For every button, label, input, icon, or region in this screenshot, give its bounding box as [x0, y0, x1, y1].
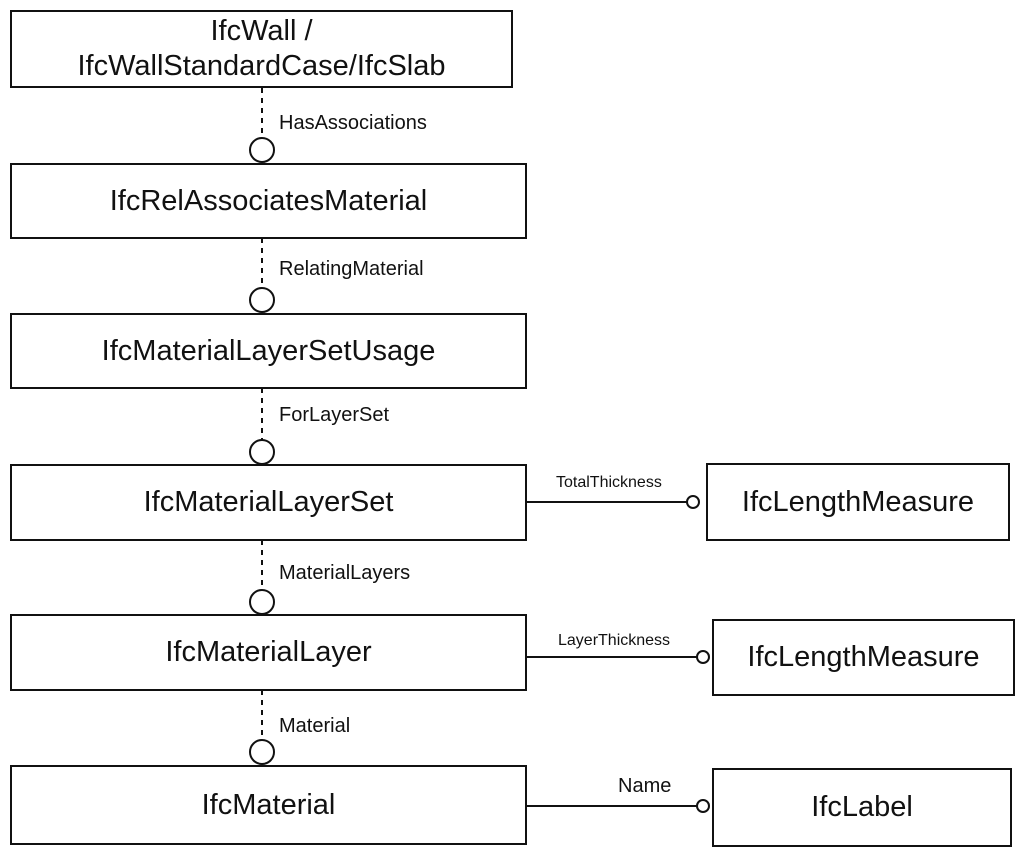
ifc-material-layer-label: IfcMaterialLayer: [165, 636, 372, 669]
has-associations-end-circle: [249, 137, 275, 163]
ifc-rel-associates-material-node: IfcRelAssociatesMaterial: [10, 163, 527, 239]
total-thickness-end-circle: [686, 495, 700, 509]
name-end-circle: [696, 799, 710, 813]
total-thickness-label: TotalThickness: [556, 474, 662, 491]
material-end-circle: [249, 739, 275, 765]
relating-material-end-circle: [249, 287, 275, 313]
ifc-material-layer-set-label: IfcMaterialLayerSet: [143, 486, 394, 519]
material-layers-end-circle: [249, 589, 275, 615]
ifc-length-measure-label-1: IfcLengthMeasure: [741, 485, 975, 518]
relating-material-label: RelatingMaterial: [279, 258, 424, 280]
ifc-material-layer-set-usage-label: IfcMaterialLayerSetUsage: [101, 334, 436, 367]
ifc-length-measure-node-1: IfcLengthMeasure: [706, 463, 1010, 541]
name-label: Name: [618, 775, 672, 797]
ifc-material-layer-node: IfcMaterialLayer: [10, 614, 527, 691]
ifc-wall-node: IfcWall / IfcWallStandardCase/IfcSlab: [10, 10, 513, 88]
for-layer-set-end-circle: [249, 439, 275, 465]
ifc-label-node: IfcLabel: [712, 768, 1012, 847]
ifc-wall-line2: IfcWallStandardCase/IfcSlab: [77, 50, 446, 82]
for-layer-set-label: ForLayerSet: [279, 404, 390, 426]
ifc-label-label: IfcLabel: [811, 791, 913, 824]
material-layers-label: MaterialLayers: [279, 562, 411, 584]
material-relation-label: Material: [279, 715, 351, 737]
ifc-material-label: IfcMaterial: [201, 788, 336, 821]
layer-thickness-end-circle: [696, 650, 710, 664]
ifc-wall-line1: IfcWall /: [210, 15, 313, 48]
ifc-material-layer-set-usage-node: IfcMaterialLayerSetUsage: [10, 313, 527, 389]
layer-thickness-label: LayerThickness: [558, 632, 671, 649]
ifc-length-measure-label-2: IfcLengthMeasure: [747, 641, 980, 674]
ifc-material-node: IfcMaterial: [10, 765, 527, 845]
ifc-rel-associates-material-label: IfcRelAssociatesMaterial: [109, 184, 428, 217]
ifc-material-layer-set-node: IfcMaterialLayerSet: [10, 464, 527, 541]
ifc-length-measure-node-2: IfcLengthMeasure: [712, 619, 1015, 696]
has-associations-label: HasAssociations: [279, 112, 427, 134]
